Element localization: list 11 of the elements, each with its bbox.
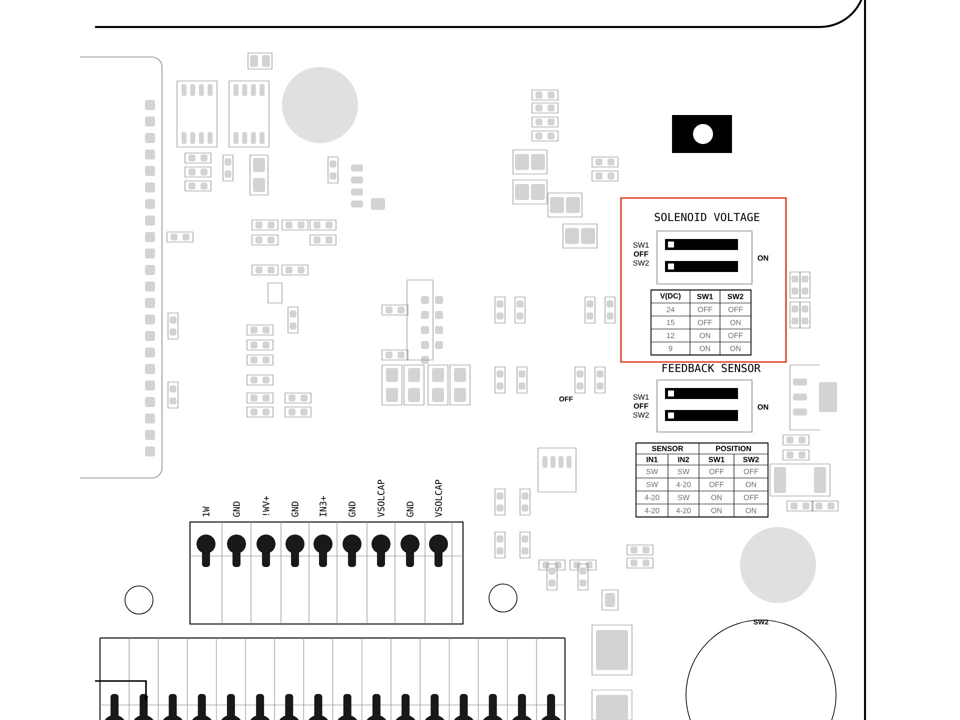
pin-label: GND [292,502,298,517]
pin-label: 1W [202,506,210,516]
pin-label: GND [348,502,356,517]
pin-label: VSOLCAP [378,480,384,518]
pin-label: !WV+ [262,496,270,516]
pin-label: GND [406,502,414,517]
panel-heading: FEEDBACK SENSOR [662,364,761,372]
pin-label: GND [233,502,240,517]
panel-heading: SOLENOID VOLTAGE [654,212,760,222]
pin-label: VSOLCAP [435,480,442,518]
pin-label: IN3+ [320,496,326,516]
